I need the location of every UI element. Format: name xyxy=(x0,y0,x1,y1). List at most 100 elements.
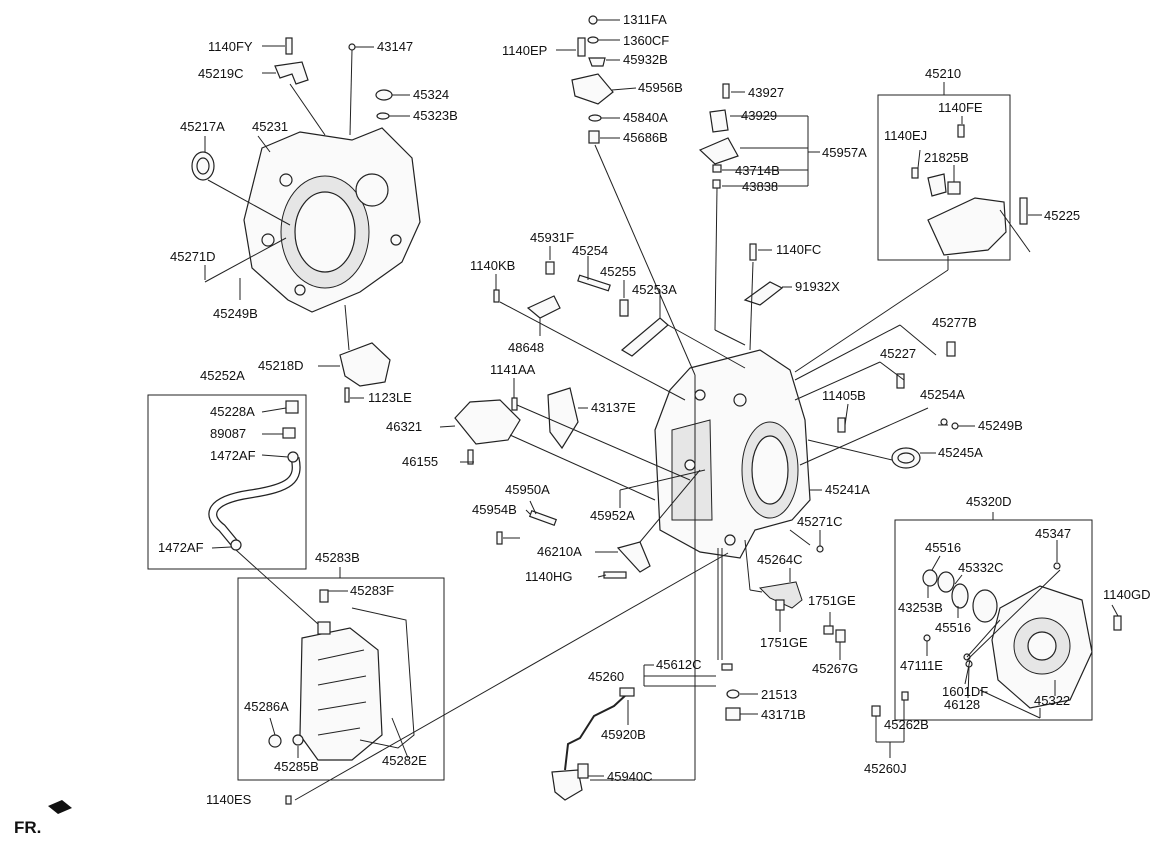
callout-label: 1140FE xyxy=(938,100,983,115)
clamp-1472AF-bottom xyxy=(230,539,242,551)
callout-label: 45950A xyxy=(505,482,550,497)
seal-45332C xyxy=(972,589,998,623)
nut-1311FA xyxy=(588,15,598,25)
part-43714B xyxy=(712,164,722,173)
bolt-1140HG xyxy=(603,571,627,579)
bolt-1141AA xyxy=(511,397,518,411)
pin-47111E xyxy=(923,634,931,642)
converter-housing xyxy=(243,127,421,313)
callout-label: 45254A xyxy=(920,387,965,402)
transaxle-case xyxy=(654,349,811,559)
plug-43171B xyxy=(725,707,741,721)
callout-label: 45286A xyxy=(244,699,289,714)
callout-label: 45231 xyxy=(252,119,288,134)
pin-45254A xyxy=(940,418,948,426)
callout-label: 1472AF xyxy=(158,540,204,555)
ring-45516-b xyxy=(951,583,969,609)
callout-label: 45931F xyxy=(530,230,574,245)
callout-label: 91932X xyxy=(795,279,840,294)
callout-label: 11405B xyxy=(822,388,866,403)
callout-label: 45920B xyxy=(601,727,646,742)
lever-45253A xyxy=(620,317,669,357)
callout-label: 1140EP xyxy=(502,43,547,58)
cover-45322 xyxy=(991,585,1093,709)
callout-label: 48648 xyxy=(508,340,544,355)
spring-45255 xyxy=(619,299,629,317)
bolt-45227 xyxy=(896,373,905,389)
ring-45612C xyxy=(721,663,733,671)
bolt-1140ES xyxy=(285,795,292,805)
seal-1751GE-a xyxy=(775,599,785,611)
callout-label: 45322 xyxy=(1034,693,1070,708)
plug-45283F xyxy=(319,589,329,603)
callout-label: 45840A xyxy=(623,110,668,125)
callout-label: 45932B xyxy=(623,52,668,67)
clamp-1472AF-top xyxy=(287,451,299,463)
callout-label: 1751GE xyxy=(760,635,808,650)
callout-label: 43714B xyxy=(735,163,780,178)
pin-45347 xyxy=(1053,562,1061,570)
callout-labels: 1140FY 45219C 43147 45324 45323B 45217A … xyxy=(158,12,1150,807)
callout-label: 89087 xyxy=(210,426,246,441)
cover-45210 xyxy=(927,197,1007,256)
box-45283B xyxy=(237,577,445,781)
ring-45262B xyxy=(901,691,909,701)
bolt-1140FC xyxy=(749,243,757,261)
plug-43147 xyxy=(348,43,356,51)
callout-label: 1140ES xyxy=(206,792,252,807)
bolt-43927 xyxy=(722,83,730,99)
callout-label: 21513 xyxy=(761,687,797,702)
bolt-1123LE xyxy=(344,387,350,403)
callout-label: 45956B xyxy=(638,80,683,95)
bolt-11405B xyxy=(837,417,846,433)
bolt-45954B xyxy=(496,531,503,545)
bush-45686B xyxy=(588,130,600,144)
callout-label: 1472AF xyxy=(210,448,256,463)
bracket-45218D xyxy=(339,342,391,387)
callout-label: 47111E xyxy=(900,658,943,673)
callout-label: 43253B xyxy=(898,600,943,615)
callout-label: 46128 xyxy=(944,697,980,712)
callout-label: 1311FA xyxy=(623,12,667,27)
part-46210A xyxy=(616,541,651,573)
bolt-1140GD xyxy=(1113,615,1122,631)
callout-label: 1140FC xyxy=(776,242,821,257)
callout-label: 45254 xyxy=(572,243,608,258)
callout-label: 45952A xyxy=(590,508,635,523)
callout-label: 45957A xyxy=(822,145,867,160)
ring-45516-a xyxy=(937,571,955,593)
callout-label: 46155 xyxy=(402,454,438,469)
callout-label: 46210A xyxy=(537,544,582,559)
wire-45920B xyxy=(564,693,628,771)
plug-45262B xyxy=(871,705,881,717)
callout-label: 1601DF xyxy=(942,684,988,699)
callout-label: 43137E xyxy=(591,400,636,415)
cap-45324 xyxy=(375,89,393,101)
bolt-1140FE xyxy=(957,124,965,138)
callout-label: 45954B xyxy=(472,502,517,517)
callout-label: 45285B xyxy=(274,759,319,774)
part-43838 xyxy=(712,179,721,189)
callout-label: 45347 xyxy=(1035,526,1071,541)
callout-label: 43927 xyxy=(748,85,784,100)
callout-label: 45264C xyxy=(757,552,803,567)
callout-label: 45253A xyxy=(632,282,677,297)
callout-label: 1140FY xyxy=(208,39,253,54)
callout-label: 45227 xyxy=(880,346,916,361)
callout-label: 43929 xyxy=(741,108,777,123)
bolt-1140KB xyxy=(493,289,500,303)
callout-label: 45282E xyxy=(382,753,427,768)
fitting-45228A xyxy=(285,400,299,414)
callout-label: 45210 xyxy=(925,66,961,81)
callout-label: 46321 xyxy=(386,419,422,434)
fitting-89087 xyxy=(282,427,296,439)
callout-label: 1141AA xyxy=(490,362,536,377)
callout-label: 45249B xyxy=(213,306,258,321)
ring-45840A xyxy=(588,114,602,122)
plate-45950A xyxy=(528,509,558,527)
callout-label: 21825B xyxy=(924,150,969,165)
callout-label: 45245A xyxy=(938,445,983,460)
bolt-1140FY xyxy=(285,37,293,55)
callout-label: 45612C xyxy=(656,657,702,672)
